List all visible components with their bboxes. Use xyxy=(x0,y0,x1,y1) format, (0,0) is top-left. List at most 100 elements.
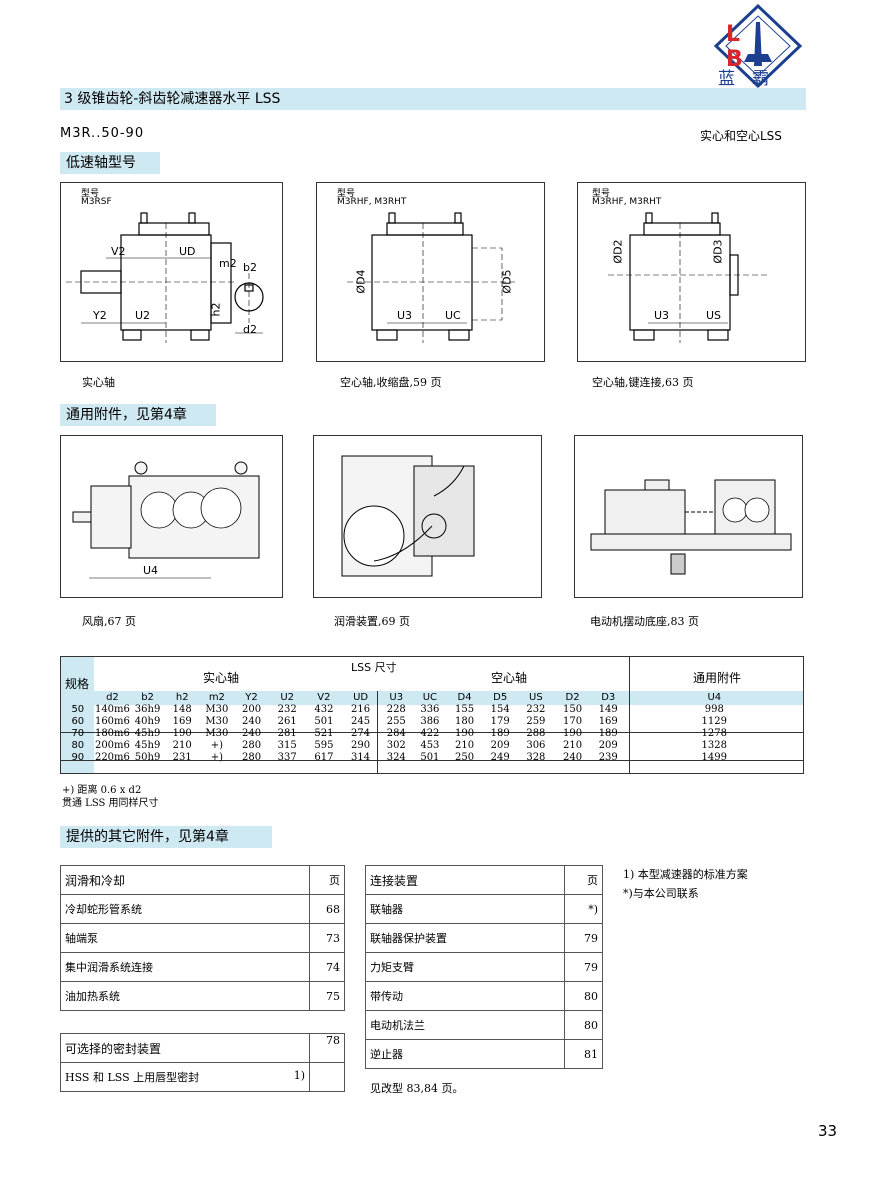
diagram-type-label: 型号 xyxy=(81,189,100,199)
model-code: M3R..50-90 xyxy=(60,126,145,141)
caption-solid-shaft: 实心轴 xyxy=(82,376,115,389)
solid-shaft-drawing xyxy=(66,212,264,343)
col-Y2: Y2 xyxy=(245,692,258,703)
footnote-standard: 1) 本型减速器的标准方案 xyxy=(623,868,748,881)
col-U2: U2 xyxy=(280,692,295,703)
col-h2: h2 xyxy=(175,692,189,703)
value-cell: 314 xyxy=(351,752,371,763)
accessory-motor-base xyxy=(574,435,803,598)
value-cell: 209 xyxy=(490,740,510,751)
value-cell: 521 xyxy=(314,728,334,739)
conn-header-row: 连接装置 页 xyxy=(364,865,603,895)
value-cell: 210 xyxy=(563,740,583,751)
divider-row xyxy=(61,760,803,761)
value-cell: 190 xyxy=(172,728,192,739)
conn-item: 力矩支臂 xyxy=(364,952,566,982)
value-cell: 200m6 xyxy=(94,740,130,751)
conn-item: 逆止器 xyxy=(364,1039,566,1069)
value-cell: 255 xyxy=(386,716,406,727)
value-cell: +) xyxy=(210,752,224,763)
value-cell: 209 xyxy=(598,740,618,751)
dim-D4: ØD4 xyxy=(354,269,368,294)
dim-US: US xyxy=(706,309,722,322)
value-cell: 148 xyxy=(172,704,192,715)
size-cell: 90 xyxy=(71,752,85,763)
dim-U2: U2 xyxy=(135,309,151,322)
spec-table: 规格 实心轴 LSS 尺寸 空心轴 通用附件 d2 b2 h2 m2 Y2 U2… xyxy=(60,656,804,774)
value-cell: 386 xyxy=(420,716,440,727)
value-cell: 259 xyxy=(526,716,546,727)
value-cell: 45h9 xyxy=(134,728,161,739)
col-D4: D4 xyxy=(457,692,472,703)
value-cell: 189 xyxy=(598,728,618,739)
value-cell: 169 xyxy=(172,716,192,727)
value-cell: 228 xyxy=(386,704,406,715)
value-cell: 240 xyxy=(241,728,262,739)
value-cell: 281 xyxy=(277,728,297,739)
hollow-shrink-drawing xyxy=(347,212,517,343)
header-row: d2 b2 h2 m2 Y2 U2 V2 UD U3 UC D4 D5 US D… xyxy=(61,692,803,704)
value-cell: 180 xyxy=(454,716,475,727)
value-cell: 220m6 xyxy=(94,752,130,763)
value-cell: 140m6 xyxy=(94,704,130,715)
dim-h2: h2 xyxy=(209,302,223,317)
value-cell: 501 xyxy=(314,716,334,727)
dim-D3: ØD3 xyxy=(711,239,725,264)
motor-base-drawing xyxy=(590,479,792,575)
value-cell: 45h9 xyxy=(134,740,161,751)
dim-d2: d2 xyxy=(243,323,257,336)
value-cell: 50h9 xyxy=(134,752,161,763)
divider-common xyxy=(629,657,630,773)
footnote-contact: *)与本公司联系 xyxy=(623,887,699,900)
value-cell: M30 xyxy=(205,728,229,739)
lub-page: 74 xyxy=(309,952,345,982)
logo-letters: L B xyxy=(726,22,757,72)
value-cell: 210 xyxy=(454,740,475,751)
section-common-accessories: 通用附件，见第4章 xyxy=(60,404,216,426)
page-number: 33 xyxy=(818,1122,838,1140)
accessory-lubrication xyxy=(313,435,542,598)
value-cell: 1129 xyxy=(701,716,727,727)
lub-page: 73 xyxy=(309,923,345,953)
conn-header: 连接装置 xyxy=(364,865,566,895)
lss-label: LSS 尺寸 xyxy=(351,661,397,674)
dim-Y2: Y2 xyxy=(93,309,107,322)
dim-m2: m2 xyxy=(219,257,237,270)
col-U3: U3 xyxy=(389,692,404,703)
dim-UC: UC xyxy=(445,309,461,322)
dim-U4: U4 xyxy=(143,564,159,577)
conn-item: 带传动 xyxy=(364,981,566,1011)
value-cell: 284 xyxy=(386,728,406,739)
value-cell: 617 xyxy=(314,752,334,763)
caption-motor-base: 电动机摆动底座,83 页 xyxy=(590,615,699,628)
diagram-hollow-key: 型号 M3RHF, M3RHT ØD2 ØD3 U3 US xyxy=(577,182,806,362)
value-cell: 501 xyxy=(420,752,440,763)
col-UC: UC xyxy=(422,692,438,703)
lub-item: 油加热系统 xyxy=(59,981,311,1011)
conn-page: 81 xyxy=(564,1039,603,1069)
value-cell: 170 xyxy=(563,716,583,727)
value-cell: 160m6 xyxy=(94,716,130,727)
value-cell: 274 xyxy=(351,728,371,739)
seal-item-label: HSS 和 LSS 上用唇型密封 xyxy=(65,1071,200,1084)
col-D5: D5 xyxy=(493,692,508,703)
col-V2: V2 xyxy=(317,692,331,703)
logo-brand: 蓝 霸 xyxy=(718,69,769,89)
value-cell: 336 xyxy=(420,704,440,715)
value-cell: 250 xyxy=(454,752,475,763)
fan-drawing xyxy=(72,461,260,579)
solid-label: 实心轴 xyxy=(203,671,240,685)
value-cell: 337 xyxy=(277,752,297,763)
conn-page-header: 页 xyxy=(564,865,603,895)
hollow-key-drawing xyxy=(608,212,768,343)
hollow-label: 空心轴 xyxy=(491,671,528,685)
